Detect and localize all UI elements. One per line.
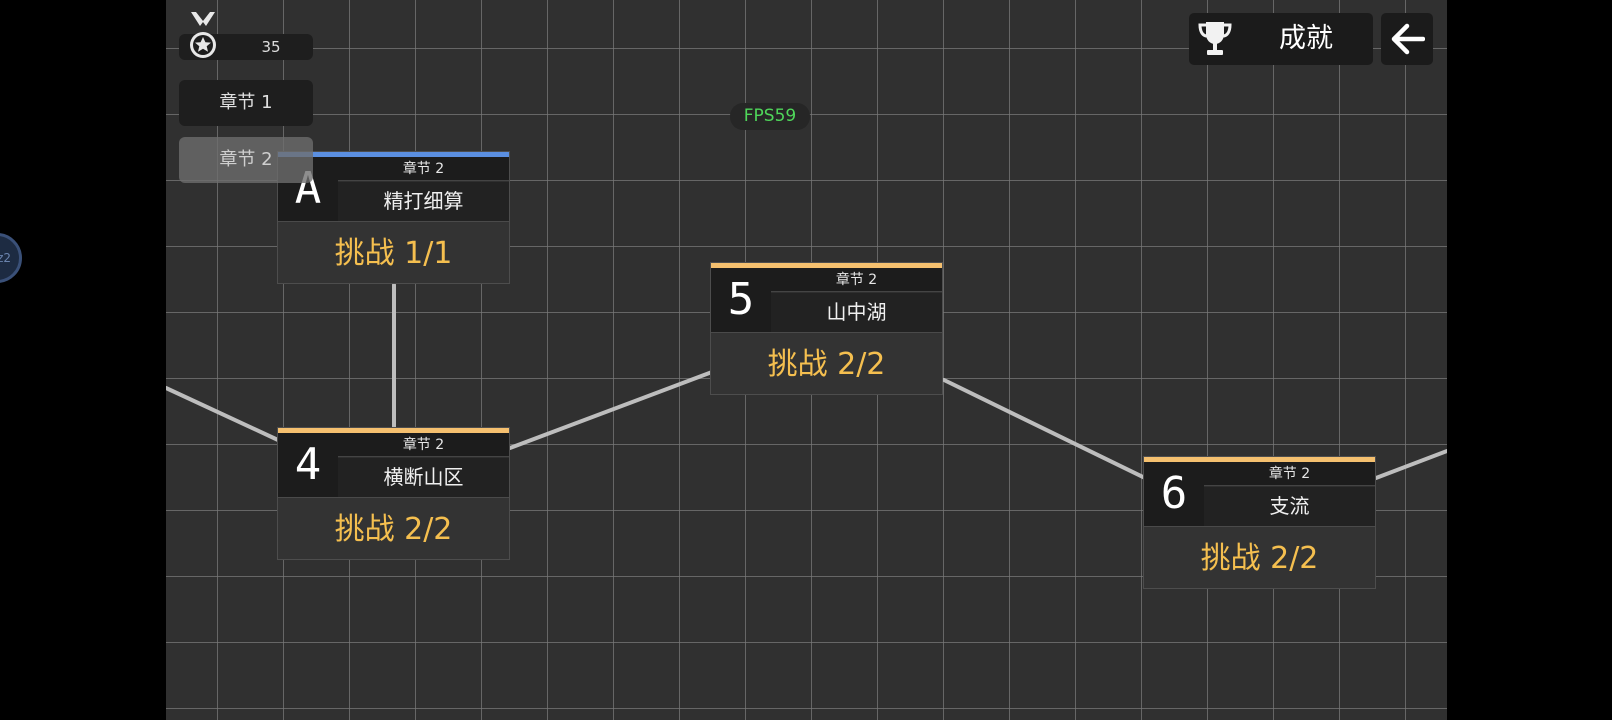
node-chapter-label: 章节 2 <box>771 268 942 292</box>
medal-count: 35 <box>261 38 281 56</box>
side-floating-bubble[interactable]: z2 <box>0 233 22 283</box>
node-chapter-label: 章节 2 <box>1204 462 1375 486</box>
level-node-5[interactable]: 5 章节 2 山中湖 挑战 2/2 <box>710 262 943 395</box>
node-chapter-label: 章节 2 <box>338 157 509 181</box>
achievements-button[interactable]: 成就 <box>1189 13 1373 65</box>
level-node-a[interactable]: A 章节 2 精打细算 挑战 1/1 <box>277 151 510 284</box>
node-number: 5 <box>711 268 771 332</box>
node-challenge-progress: 挑战 1/1 <box>278 221 509 283</box>
node-name: 支流 <box>1204 487 1375 526</box>
node-name: 精打细算 <box>338 182 509 221</box>
node-name: 山中湖 <box>771 293 942 332</box>
node-top-bar <box>1144 457 1375 462</box>
node-top-bar <box>711 263 942 268</box>
trophy-icon <box>1198 22 1232 55</box>
node-name: 横断山区 <box>338 458 509 497</box>
achievements-label: 成就 <box>1279 23 1333 54</box>
arrow-left-icon <box>1391 23 1425 55</box>
node-chapter-label: 章节 2 <box>338 433 509 457</box>
connector-edge-left <box>166 386 280 442</box>
node-top-bar <box>278 152 509 157</box>
level-map-viewport[interactable]: A 章节 2 精打细算 挑战 1/1 4 章节 2 横断山区 挑战 2/2 5 … <box>166 0 1447 720</box>
medal-icon <box>190 12 216 58</box>
node-top-bar <box>278 428 509 433</box>
node-challenge-progress: 挑战 2/2 <box>711 332 942 394</box>
fps-counter: FPS59 <box>730 103 810 130</box>
connector-5-6 <box>942 378 1147 480</box>
level-node-4[interactable]: 4 章节 2 横断山区 挑战 2/2 <box>277 427 510 560</box>
back-button[interactable] <box>1381 13 1433 65</box>
connector-6-edge-right <box>1374 449 1447 480</box>
node-number: 4 <box>278 433 338 497</box>
node-number: 6 <box>1144 462 1204 526</box>
path-connectors <box>166 283 1447 480</box>
chapter-1-button[interactable]: 章节 1 <box>179 80 313 126</box>
medal-counter: 35 <box>179 12 313 60</box>
connector-4-5 <box>508 370 714 450</box>
node-challenge-progress: 挑战 2/2 <box>278 497 509 559</box>
chapter-2-button[interactable]: 章节 2 <box>179 137 313 183</box>
level-node-6[interactable]: 6 章节 2 支流 挑战 2/2 <box>1143 456 1376 589</box>
node-challenge-progress: 挑战 2/2 <box>1144 526 1375 588</box>
